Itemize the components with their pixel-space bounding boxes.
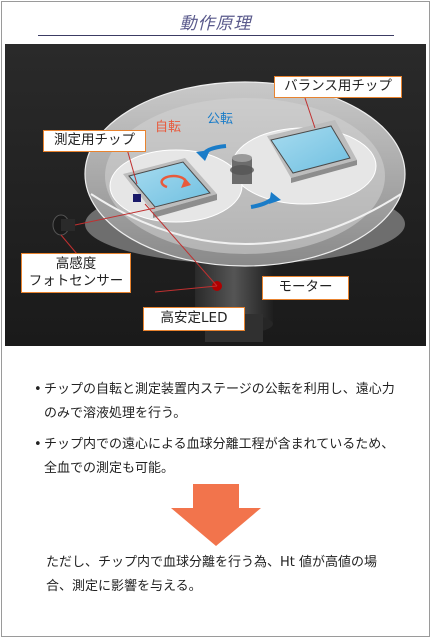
bullet-text: チップ内での遠心による血球分離工程が含まれているため、全血での測定も可能。 bbox=[44, 437, 395, 476]
photosensor-callout-line1: 高感度 bbox=[55, 256, 97, 272]
revolution-label: 公転 bbox=[207, 112, 234, 127]
rotation-arrow-icon bbox=[160, 174, 191, 189]
photosensor-callout-line2: フォトセンサー bbox=[28, 273, 124, 289]
bullet-item: • チップ内での遠心による血球分離工程が含まれているため、全血での測定も可能。 bbox=[34, 433, 404, 481]
page-title: 動作原理 bbox=[179, 14, 252, 34]
measure-chip-callout: 測定用チップ bbox=[43, 130, 146, 152]
motor-callout: モーター bbox=[262, 276, 349, 300]
bullet-text: チップの自転と測定装置内ステージの公転を利用し、遠心力のみで溶液処理を行う。 bbox=[44, 382, 395, 421]
title-rule bbox=[38, 35, 394, 36]
bullet-marker: • bbox=[34, 437, 42, 452]
led-callout: 高安定LED bbox=[143, 307, 245, 331]
rotation-label: 自転 bbox=[155, 120, 182, 135]
revolution-arrow-icon bbox=[196, 144, 281, 209]
balance-chip-disc bbox=[231, 120, 377, 205]
bullet-marker: • bbox=[34, 382, 42, 397]
bullet-item: • チップの自転と測定装置内ステージの公転を利用し、遠心力のみで溶液処理を行う。 bbox=[34, 378, 404, 426]
photosensor bbox=[52, 214, 75, 236]
note-text: ただし、チップ内で血球分離を行う為、Ht 値が高値の場合、測定に影響を与える。 bbox=[46, 555, 378, 594]
down-arrow-icon bbox=[171, 484, 261, 546]
photosensor-callout: 高感度 フォトセンサー bbox=[21, 253, 131, 293]
measure-chip-disc bbox=[109, 149, 243, 223]
balance-chip-callout: バランス用チップ bbox=[274, 76, 402, 98]
center-shaft bbox=[230, 154, 254, 184]
